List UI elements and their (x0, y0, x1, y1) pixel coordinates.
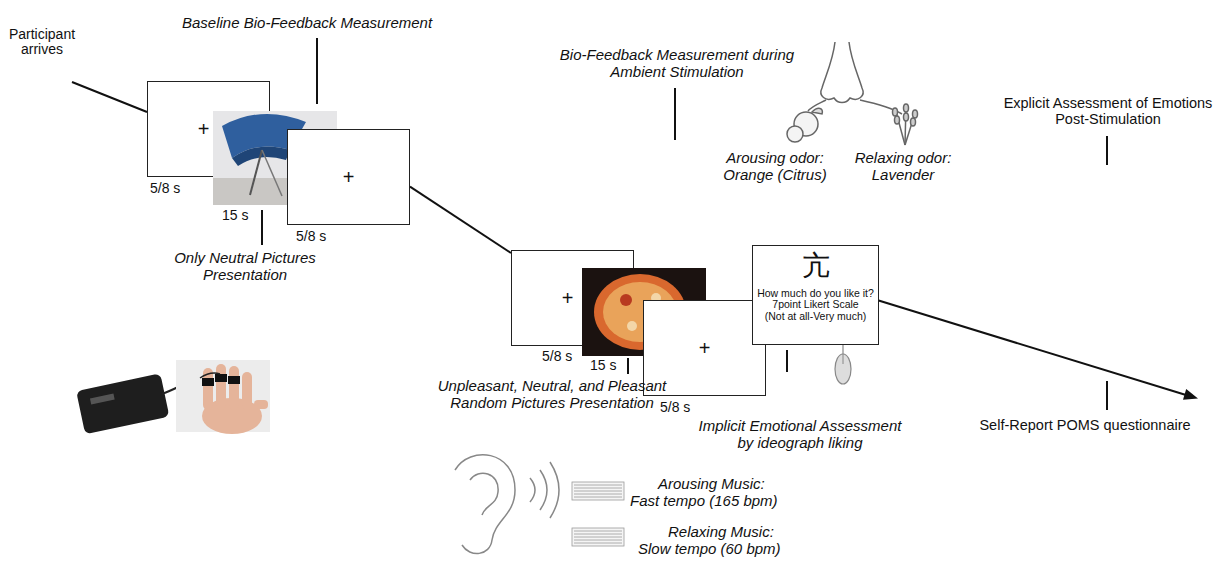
timeline-line (72, 82, 147, 112)
odor-drawing (821, 42, 863, 103)
music-sheet (572, 482, 624, 500)
music-sheet (572, 528, 624, 546)
ideograph-character: 亢 (802, 251, 830, 282)
music-sheet (574, 540, 622, 541)
neutral-picture (262, 150, 282, 196)
odor-drawing (787, 42, 918, 145)
rating-scale: 7point Likert Scale (772, 299, 858, 311)
phase-label: Only Neutral Pictures Presentation (163, 250, 328, 283)
biofeedback-device (242, 372, 252, 410)
fixation-cross: + (343, 166, 355, 188)
ear-drawing (550, 462, 559, 518)
music-sheet (572, 482, 624, 546)
rating-scale: (Not at all-Very much) (765, 311, 867, 323)
ideograph-slide: 亢 How much do you like it?7point Likert S… (752, 245, 879, 345)
odor-drawing (904, 104, 909, 112)
tick-mark (1106, 381, 1108, 410)
mouse-icon (842, 345, 843, 354)
fixation-slide: + (287, 129, 410, 225)
music-sheet (574, 488, 622, 489)
biofeedback-device (76, 373, 169, 434)
neutral-picture (250, 150, 262, 195)
odor-drawing (787, 126, 803, 142)
rating-question: How much do you like it? (757, 288, 874, 300)
pleasant-picture (627, 321, 637, 331)
music-sheet (574, 534, 622, 535)
timeline-line (72, 82, 1186, 395)
music-sheet (574, 491, 622, 492)
tick-mark (261, 210, 263, 245)
phase-label: Baseline Bio-Feedback Measurement (182, 15, 432, 32)
biofeedback-device (200, 373, 220, 378)
tick-mark (262, 38, 1107, 410)
mouse-icon (835, 345, 851, 384)
fixation-cross: + (699, 337, 711, 359)
phase-label: Unpleasant, Neutral, and Pleasant Random… (432, 378, 672, 411)
odor-drawing (893, 108, 898, 116)
ear-drawing (455, 455, 515, 554)
odor-drawing (913, 110, 918, 118)
tick-mark (316, 38, 318, 104)
ear-drawing (530, 478, 535, 502)
timing-label: 5/8 s (150, 181, 180, 196)
ear-drawing (470, 473, 498, 515)
phase-label: Explicit Assessment of Emotions Post-Sti… (996, 96, 1221, 128)
biofeedback-device (229, 366, 239, 410)
tick-mark (1106, 136, 1108, 165)
biofeedback-device (215, 374, 227, 382)
odor-drawing (904, 113, 909, 121)
music-sheet (574, 543, 622, 544)
timeline-connector (410, 187, 511, 253)
music-label: Arousing Music: (658, 476, 765, 493)
biofeedback-device (90, 394, 115, 405)
timing-label: 15 s (590, 358, 616, 373)
timing-label: 15 s (222, 208, 248, 223)
music-sheet (574, 497, 622, 498)
biofeedback-device (76, 373, 169, 434)
music-label: Slow tempo (60 bpm) (638, 541, 781, 558)
ear-drawing (540, 470, 547, 510)
phase-label: Bio-Feedback Measurement during Ambient … (550, 47, 805, 80)
odor-label: Relaxing odor: Lavender (846, 150, 961, 183)
odor-drawing (895, 116, 900, 124)
ear-drawing (455, 455, 559, 554)
music-label: Relaxing Music: (668, 524, 774, 541)
tick-mark (627, 358, 629, 374)
phase-label: Implicit Emotional Assessment by ideogra… (694, 418, 906, 451)
biofeedback-device (254, 400, 268, 409)
tick-mark (674, 88, 676, 140)
biofeedback-device (202, 378, 214, 386)
mouse-icon (843, 354, 844, 364)
timing-label: 5/8 s (660, 400, 690, 415)
timeline-line (877, 300, 1186, 395)
tick-mark (786, 350, 788, 372)
music-sheet (574, 537, 622, 538)
phase-label: Self-Report POMS questionnaire (979, 418, 1190, 434)
music-label: Fast tempo (165 bpm) (630, 493, 778, 510)
biofeedback-device (76, 360, 270, 434)
music-sheet (574, 485, 622, 486)
mouse-icon (835, 354, 851, 384)
timing-label: 5/8 s (542, 349, 572, 364)
odor-drawing (911, 118, 916, 126)
biofeedback-device (228, 376, 240, 384)
step-label: Participant arrives (0, 27, 88, 58)
biofeedback-device (216, 364, 226, 410)
odor-drawing (812, 108, 822, 114)
fixation-cross: + (562, 287, 574, 309)
music-sheet (574, 531, 622, 532)
music-sheet (574, 494, 622, 495)
timing-label: 5/8 s (296, 229, 326, 244)
fixation-cross: + (198, 118, 210, 140)
timeline-arrowhead (1183, 389, 1198, 400)
odor-label: Arousing odor: Orange (Citrus) (713, 150, 838, 183)
pleasant-picture (620, 294, 632, 306)
